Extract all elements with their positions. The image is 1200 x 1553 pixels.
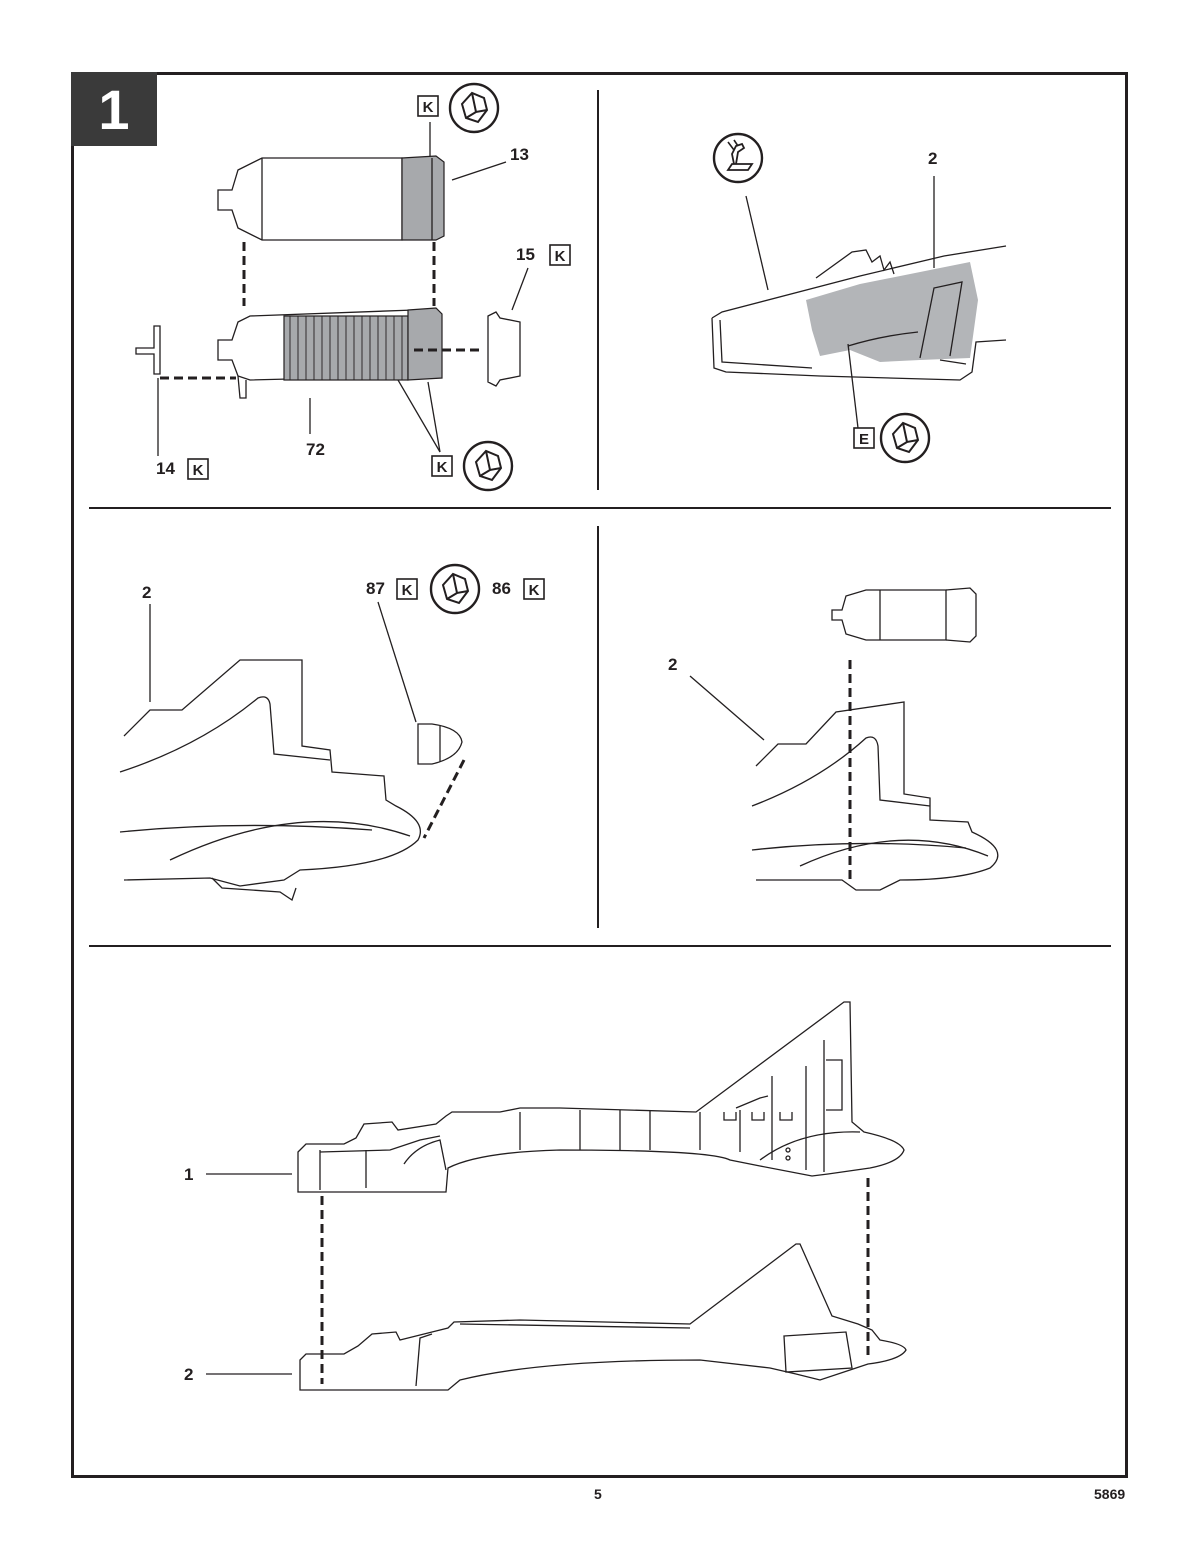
fuselage-half-2 <box>299 1243 907 1391</box>
part-label-2: 2 <box>142 583 151 602</box>
kit-number: 5869 <box>1094 1486 1126 1502</box>
exhaust-part-13 <box>217 155 445 241</box>
paint-icon <box>462 440 514 492</box>
page-number: 5 <box>594 1486 602 1502</box>
paint-icon <box>448 82 500 134</box>
color-code-box <box>417 95 439 117</box>
color-code-k: K <box>529 582 540 599</box>
part-label-1: 1 <box>184 1165 193 1184</box>
part-label-72: 72 <box>306 440 325 459</box>
color-code-k: K <box>402 582 413 599</box>
color-code-k: K <box>423 99 434 116</box>
panel-cockpit-interior: 2 E <box>711 132 1007 464</box>
part-label-2: 2 <box>928 149 937 168</box>
part-label-86: 86 <box>492 579 511 598</box>
paint-icon <box>429 563 481 615</box>
ring-part-15 <box>487 311 521 387</box>
tube-part-72 <box>217 307 443 399</box>
glue-icon <box>712 132 764 184</box>
paint-icon <box>879 412 931 464</box>
part-label-87: 87 <box>366 579 385 598</box>
fuselage-half-1 <box>297 1001 905 1193</box>
color-code-k: K <box>193 462 204 479</box>
part-label-13: 13 <box>510 145 529 164</box>
color-code-e: E <box>859 431 869 448</box>
pin-part-14 <box>135 325 161 375</box>
panel-exhaust-assembly: K 13 15 K 72 14 K K <box>135 82 571 492</box>
step-number-badge: 1 <box>71 72 157 146</box>
panel-join-halves: 1 2 <box>184 1001 907 1391</box>
color-code-k: K <box>437 459 448 476</box>
panel-nose-cone: 2 87 K 86 K <box>119 563 545 902</box>
part-label-15: 15 <box>516 245 535 264</box>
part-label-2: 2 <box>184 1365 193 1384</box>
part-label-14: 14 <box>156 459 175 478</box>
part-label-2: 2 <box>668 655 677 674</box>
color-code-k: K <box>555 248 566 265</box>
instruction-frame <box>71 72 1128 1478</box>
panel-exhaust-install: 2 <box>668 587 999 891</box>
